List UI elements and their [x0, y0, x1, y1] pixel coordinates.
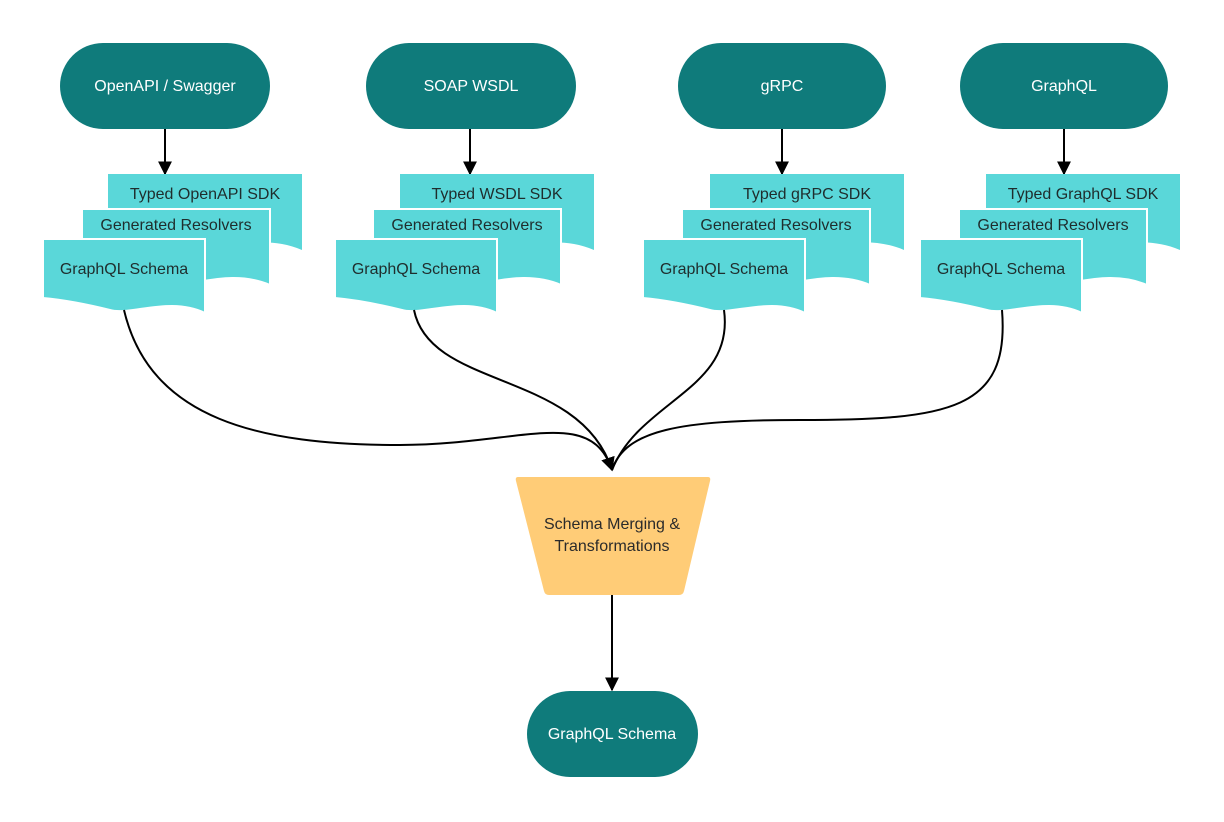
source-pill[interactable] — [60, 43, 270, 129]
output-pill[interactable] — [527, 691, 698, 777]
doc-schema-label: GraphQL Schema — [937, 261, 1065, 278]
connector-soap — [413, 309, 613, 471]
source-label: SOAP WSDL — [424, 78, 519, 95]
doc-sdk-label: Typed gRPC SDK — [743, 186, 871, 203]
source-graphql: GraphQL Typed GraphQL SDK Generated Reso… — [919, 43, 1180, 315]
doc-schema-label: GraphQL Schema — [660, 261, 788, 278]
doc-schema — [42, 238, 206, 315]
merge-connectors — [123, 309, 1004, 472]
connector-openapi — [123, 309, 615, 472]
doc-sdk-label: Typed WSDL SDK — [431, 186, 562, 203]
source-pill[interactable] — [960, 43, 1168, 129]
source-pill[interactable] — [678, 43, 886, 129]
merge-step: Schema Merging & Transformations — [515, 477, 711, 595]
doc-schema-label: GraphQL Schema — [352, 261, 480, 278]
doc-sdk-label: Typed OpenAPI SDK — [130, 186, 281, 203]
output-label: GraphQL Schema — [548, 726, 676, 743]
source-label: GraphQL — [1031, 78, 1097, 95]
doc-resolvers-label: Generated Resolvers — [977, 217, 1128, 234]
source-pill[interactable] — [366, 43, 576, 129]
source-label: OpenAPI / Swagger — [94, 78, 236, 95]
doc-sdk-label: Typed GraphQL SDK — [1008, 186, 1159, 203]
doc-resolvers-label: Generated Resolvers — [391, 217, 542, 234]
doc-schema — [642, 238, 806, 315]
source-grpc: gRPC Typed gRPC SDK Generated Resolvers … — [642, 43, 904, 315]
source-openapi: OpenAPI / Swagger Typed OpenAPI SDK Gene… — [42, 43, 302, 315]
doc-schema-label: GraphQL Schema — [60, 261, 188, 278]
merge-shape[interactable] — [515, 477, 711, 595]
connector-grpc — [611, 309, 726, 471]
doc-resolvers-label: Generated Resolvers — [100, 217, 251, 234]
output-node: GraphQL Schema — [527, 691, 698, 777]
connector-graphql — [611, 309, 1004, 471]
source-soap: SOAP WSDL Typed WSDL SDK Generated Resol… — [334, 43, 594, 315]
merge-label-line1: Schema Merging & — [544, 516, 680, 533]
source-label: gRPC — [761, 78, 804, 95]
doc-schema — [334, 238, 498, 315]
doc-schema — [919, 238, 1083, 315]
doc-resolvers-label: Generated Resolvers — [700, 217, 851, 234]
merge-label-line2: Transformations — [555, 538, 670, 555]
